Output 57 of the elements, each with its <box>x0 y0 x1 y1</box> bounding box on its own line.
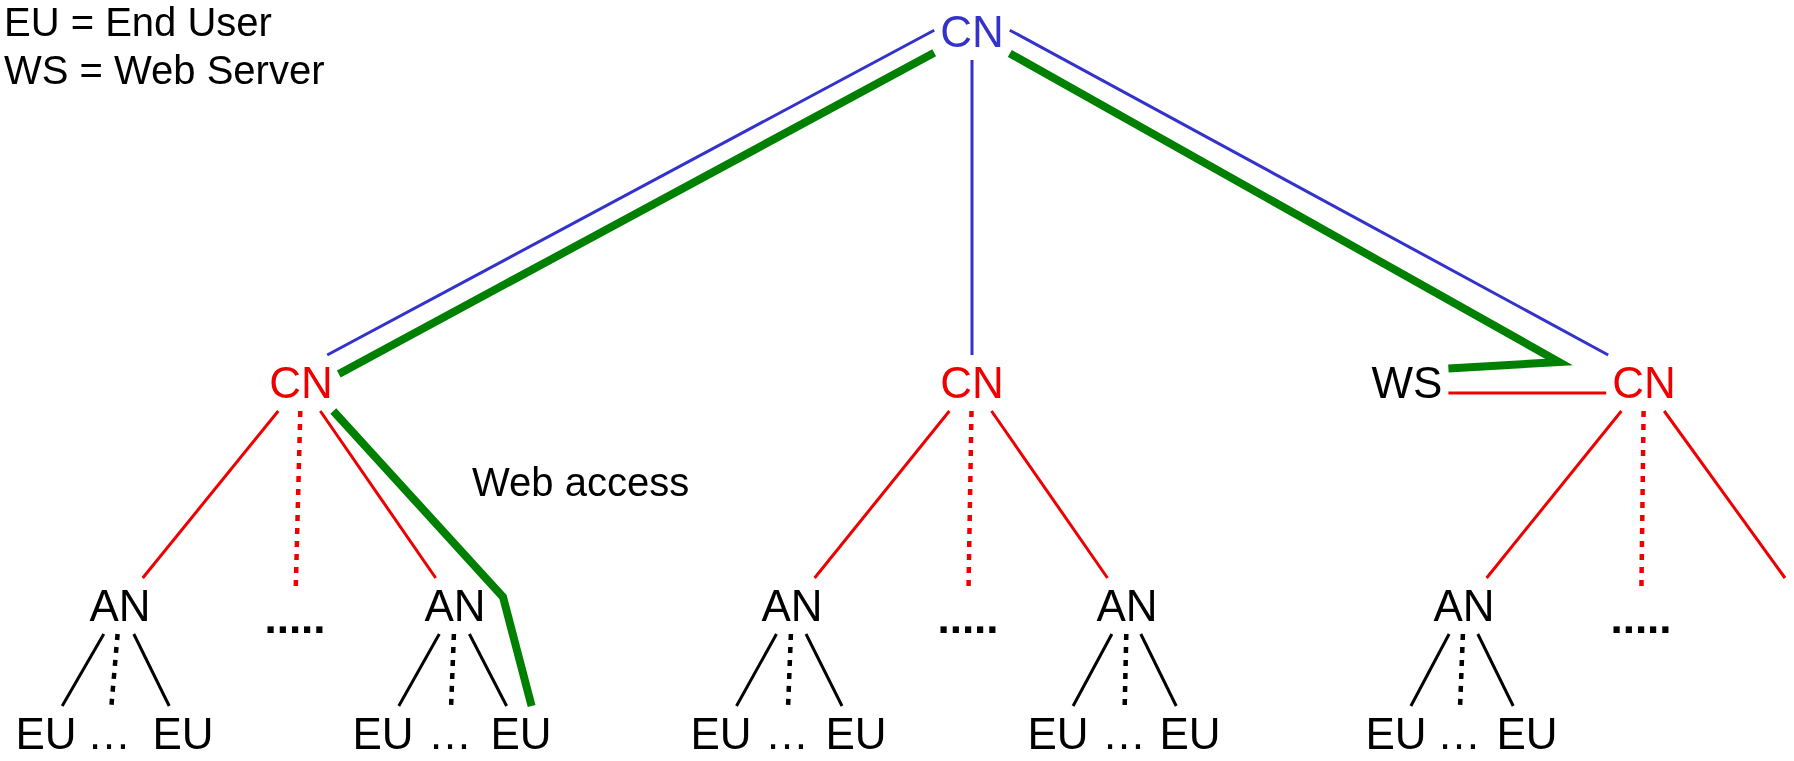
connection-line <box>735 633 778 707</box>
access-node-label: AN <box>761 584 823 628</box>
access-node-label: AN <box>1096 584 1158 628</box>
connection-line <box>813 410 951 579</box>
connection-line <box>990 410 1109 579</box>
connection-line <box>397 633 441 707</box>
connection-line <box>60 633 106 707</box>
core-node-label: CN <box>940 10 1004 54</box>
core-node-label: CN <box>269 361 333 405</box>
connection-line <box>330 408 536 707</box>
end-user-label: EU <box>690 712 752 756</box>
ellipsis-label: … <box>428 712 472 756</box>
legend-note: WS = Web Server <box>4 50 325 90</box>
end-user-label: EU <box>825 712 887 756</box>
end-user-label: EU <box>152 712 214 756</box>
ellipsis-label: ..... <box>937 596 999 640</box>
ellipsis-label: … <box>765 712 809 756</box>
access-node-label: AN <box>424 584 486 628</box>
ellipsis-label: ..... <box>1610 596 1672 640</box>
end-user-label: EU <box>1496 712 1558 756</box>
ellipsis-label: … <box>1437 712 1481 756</box>
connection-line <box>970 60 974 355</box>
connection-line <box>1007 49 1573 373</box>
connection-line <box>785 633 794 707</box>
connection-line <box>1009 28 1609 357</box>
web-server-label: WS <box>1371 361 1443 405</box>
connection-line <box>1139 633 1178 707</box>
ellipsis-label: ..... <box>264 596 326 640</box>
connection-line <box>1476 633 1515 707</box>
connection-line <box>448 633 457 707</box>
access-node-label: AN <box>1433 584 1495 628</box>
legend-note: EU = End User <box>4 2 272 42</box>
end-user-label: EU <box>1159 712 1221 756</box>
ellipsis-label: … <box>1102 712 1146 756</box>
connection-line <box>109 633 120 707</box>
end-user-label: EU <box>490 712 552 756</box>
end-user-label: EU <box>352 712 414 756</box>
end-user-label: EU <box>1027 712 1089 756</box>
connection-line <box>1448 391 1607 395</box>
connection-line <box>141 410 280 579</box>
annotation-label: Web access <box>472 462 690 502</box>
connection-line <box>319 410 437 579</box>
connection-line <box>1485 410 1623 579</box>
connection-line <box>804 633 844 707</box>
connection-line <box>1409 633 1451 707</box>
connection-line <box>1457 633 1466 707</box>
connection-line <box>132 633 171 707</box>
connection-line <box>1071 633 1114 707</box>
connection-line <box>1122 633 1129 707</box>
connection-line <box>1663 410 1787 579</box>
end-user-label: EU <box>1365 712 1427 756</box>
end-user-label: EU <box>15 712 77 756</box>
core-node-label: CN <box>940 361 1004 405</box>
access-node-label: AN <box>89 584 151 628</box>
core-node-label: CN <box>1612 361 1676 405</box>
connection-line <box>468 633 508 707</box>
ellipsis-label: … <box>87 712 131 756</box>
